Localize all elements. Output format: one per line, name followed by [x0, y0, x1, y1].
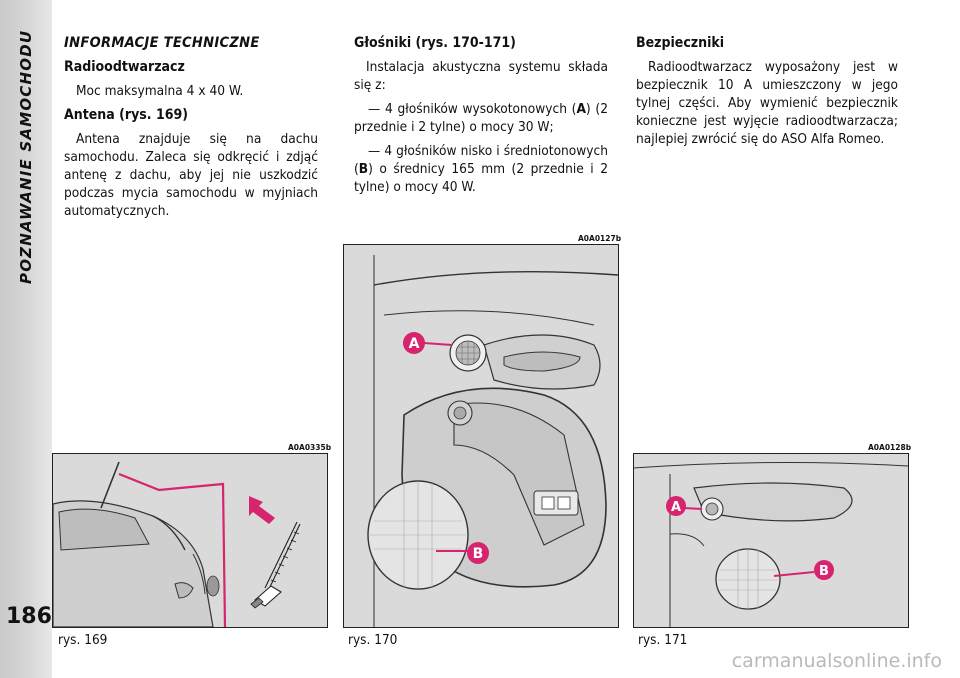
- column-1: INFORMACJE TECHNICZNE Radioodtwarzacz Mo…: [64, 34, 318, 226]
- column-2: Głośniki (rys. 170-171) Instalacja akust…: [354, 34, 608, 202]
- fuses-text: Radioodtwarzacz wyposażony jest w bezpie…: [636, 59, 898, 147]
- figure-170: A B: [343, 244, 619, 628]
- figure-170-label-b: B: [473, 546, 484, 562]
- label-b: B: [358, 161, 369, 177]
- watermark: carmanualsonline.info: [731, 650, 942, 672]
- speakers-intro: Instalacja akustyczna systemu składa się…: [354, 59, 608, 93]
- speakers-item-2: — 4 głośników nisko i średniotonowych (B…: [354, 143, 608, 195]
- figure-169-code: A0A0335b: [288, 443, 332, 452]
- side-margin: POZNAWANIE SAMOCHODU 186: [0, 0, 52, 678]
- figure-170-code: A0A0127b: [578, 234, 622, 243]
- rear-speakers-illustration: A B: [634, 454, 908, 627]
- figure-171-label-b: B: [819, 564, 829, 579]
- page-heading: INFORMACJE TECHNICZNE: [64, 35, 260, 51]
- column-3: Bezpieczniki Radioodtwarzacz wyposażony …: [636, 34, 898, 154]
- fuses-heading: Bezpieczniki: [636, 35, 725, 51]
- figure-171-code: A0A0128b: [868, 443, 912, 452]
- radio-heading: Radioodtwarzacz: [64, 59, 185, 75]
- label-a: A: [576, 101, 586, 117]
- page-number: 186: [6, 604, 52, 629]
- figure-169: [52, 453, 328, 628]
- figure-171-caption: rys. 171: [638, 632, 688, 648]
- radio-text: Moc maksymalna 4 x 40 W.: [76, 83, 244, 99]
- speakers-item-1: — 4 głośników wysokotonowych (A) (2 prze…: [354, 101, 608, 135]
- figure-170-label-a: A: [409, 336, 420, 352]
- antenna-heading: Antena (rys. 169): [64, 107, 189, 123]
- antenna-text: Antena znajduje się na dachu samochodu. …: [64, 131, 318, 219]
- figure-171: A B: [633, 453, 909, 628]
- speakers-heading: Głośniki (rys. 170-171): [354, 35, 516, 51]
- figure-170-caption: rys. 170: [348, 632, 398, 648]
- figure-171-label-a: A: [671, 500, 681, 515]
- door-speakers-illustration: A B: [344, 245, 618, 627]
- section-title: POZNAWANIE SAMOCHODU: [17, 30, 35, 285]
- figure-169-caption: rys. 169: [58, 632, 108, 648]
- antenna-illustration: [53, 454, 327, 627]
